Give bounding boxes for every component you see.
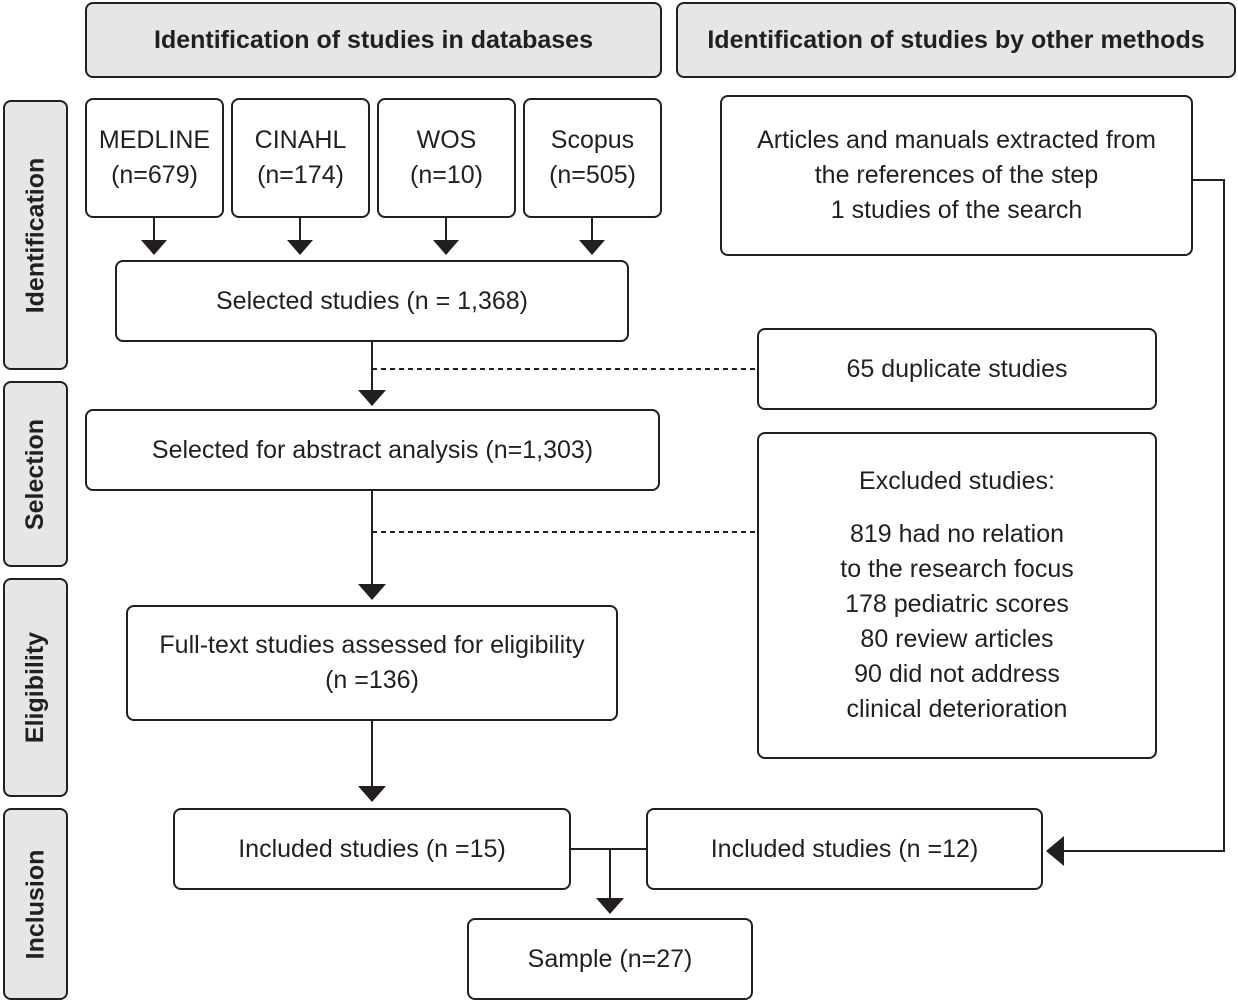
full-text-line: Full-text studies assessed for eligibili… [159, 631, 585, 659]
sample-label: Sample (n=27) [527, 944, 693, 973]
database-name: Scopus [550, 126, 635, 154]
excluded-title: Excluded studies: [859, 467, 1055, 495]
included-databases-label: Included studies (n =15) [238, 834, 506, 863]
included-other-box: Included studies (n =12) [646, 808, 1043, 890]
arrowhead-included-other [1046, 836, 1064, 866]
database-scopus: Scopus (n=505) [523, 98, 662, 218]
database-wos: WOS (n=10) [377, 98, 516, 218]
abstract-analysis-box: Selected for abstract analysis (n=1,303) [85, 409, 660, 491]
phase-selection: Selection [3, 381, 68, 567]
phase-inclusion-label: Inclusion [21, 849, 50, 959]
database-medline: MEDLINE (n=679) [85, 98, 224, 218]
other-sources-line: the references of the step [814, 161, 1099, 189]
arrowhead-scopus [579, 240, 605, 255]
phase-eligibility: Eligibility [3, 578, 68, 797]
selected-studies-label: Selected studies (n = 1,368) [216, 286, 528, 315]
arrowhead-included [358, 786, 386, 802]
database-count: (n=679) [111, 161, 198, 189]
phase-identification-label: Identification [21, 157, 49, 313]
database-name: MEDLINE [98, 126, 211, 154]
arrowhead-fulltext [358, 584, 386, 600]
database-name: CINAHL [254, 126, 347, 154]
arrowhead-wos [433, 240, 459, 255]
full-text-box: Full-text studies assessed for eligibili… [126, 605, 618, 721]
arrowhead-sample [596, 898, 624, 914]
duplicates-label: 65 duplicate studies [846, 354, 1068, 383]
connector-other-sources-to-included [1064, 179, 1225, 852]
phase-selection-label: Selection [21, 418, 49, 530]
excluded-line: clinical deterioration [846, 695, 1068, 723]
included-other-label: Included studies (n =12) [710, 834, 979, 863]
duplicates-box: 65 duplicate studies [757, 328, 1157, 410]
database-count: (n=10) [410, 161, 483, 189]
arrowhead-abstract [358, 390, 386, 406]
header-databases: Identification of studies in databases [85, 2, 662, 78]
header-other-methods: Identification of studies by other metho… [676, 2, 1236, 78]
database-count: (n=505) [549, 161, 636, 189]
phase-inclusion: Inclusion [3, 808, 68, 1000]
arrowhead-cinahl [287, 240, 313, 255]
excluded-line: to the research focus [840, 555, 1074, 583]
selected-studies-box: Selected studies (n = 1,368) [115, 260, 629, 342]
excluded-line: 819 had no relation [849, 520, 1065, 548]
database-cinahl: CINAHL (n=174) [231, 98, 370, 218]
sample-box: Sample (n=27) [467, 918, 753, 1000]
arrowhead-medline [141, 240, 167, 255]
other-sources-line: Articles and manuals extracted from [757, 126, 1156, 154]
other-sources-box: Articles and manuals extracted from the … [720, 95, 1193, 256]
included-databases-box: Included studies (n =15) [173, 808, 571, 890]
other-sources-line: 1 studies of the search [830, 196, 1083, 224]
abstract-analysis-label: Selected for abstract analysis (n=1,303) [151, 435, 594, 464]
database-count: (n=174) [257, 161, 344, 189]
phase-eligibility-label: Eligibility [21, 631, 49, 744]
excluded-line: 90 did not address [854, 660, 1060, 688]
header-databases-label: Identification of studies in databases [154, 25, 593, 54]
database-name: WOS [416, 126, 477, 154]
excluded-studies-box: Excluded studies: 819 had no relation to… [757, 432, 1157, 759]
header-other-methods-label: Identification of studies by other metho… [707, 25, 1205, 54]
excluded-line: 178 pediatric scores [845, 590, 1069, 618]
excluded-line: 80 review articles [860, 625, 1054, 653]
phase-identification: Identification [3, 100, 68, 370]
full-text-count: (n =136) [325, 666, 419, 694]
